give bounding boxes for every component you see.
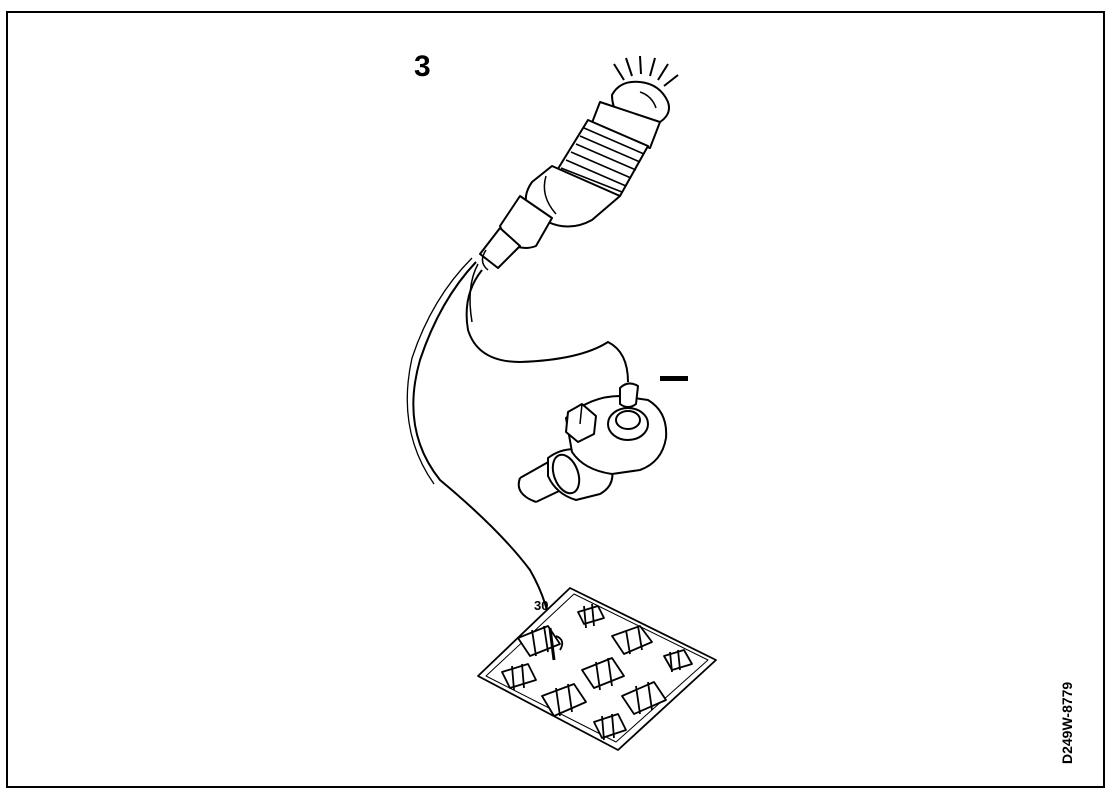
glow-rays-icon (613, 55, 679, 87)
fuse-slot (621, 681, 667, 715)
test-lamp (479, 55, 679, 271)
fuse-slot (501, 663, 537, 691)
step-number: 3 (414, 50, 431, 83)
ground-lead-wire (465, 269, 629, 383)
fuse-slot (611, 625, 653, 655)
fuse-box (477, 587, 717, 751)
fuse-slot (593, 713, 627, 741)
terminal-label: 30 (534, 598, 548, 613)
fuse-slot (663, 649, 693, 673)
probe-lead-wire (412, 261, 553, 641)
battery-negative-clamp (517, 382, 668, 503)
fuse-slot (581, 657, 625, 691)
negative-label: – (0, 0, 1, 1)
negative-sign-icon (660, 376, 688, 381)
fuse-slot (541, 683, 587, 717)
fuse-slot (577, 603, 605, 629)
figure-border (6, 11, 1105, 788)
probe-tip (548, 627, 556, 661)
figure-code: D249W-8779 (1059, 682, 1075, 764)
